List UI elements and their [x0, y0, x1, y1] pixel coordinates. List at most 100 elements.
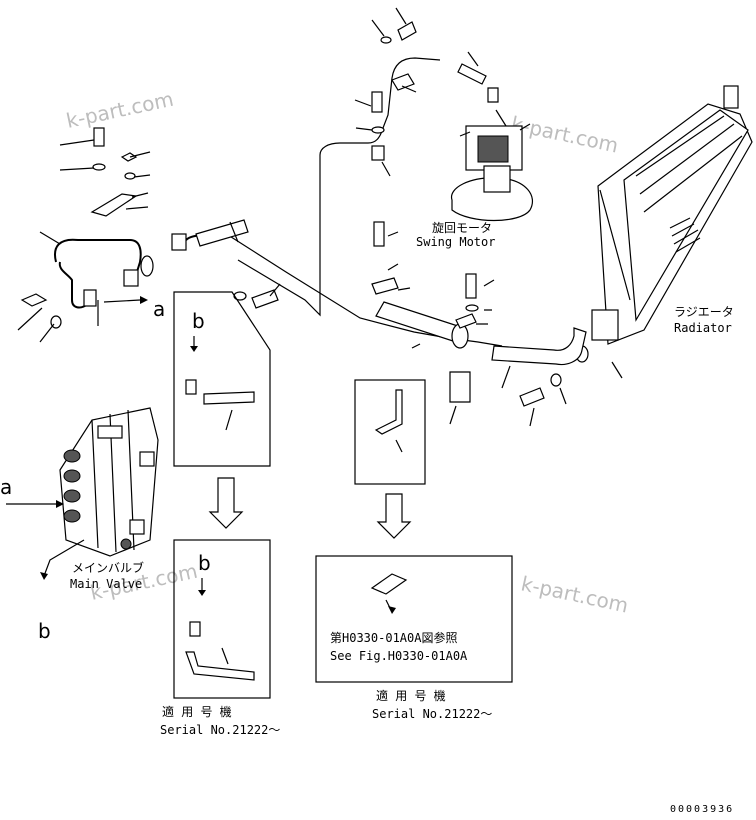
- leader-lines: [59, 139, 151, 210]
- part-number: 00003936: [670, 804, 734, 815]
- leader-line: [395, 439, 403, 453]
- elbow-fitting: [487, 87, 499, 103]
- leader-line: [221, 647, 229, 665]
- washer: [465, 304, 479, 312]
- hose-end-fitting: [83, 289, 97, 307]
- long-bolt: [457, 63, 487, 85]
- hose-end: [185, 651, 255, 681]
- leader-lines: [354, 99, 391, 177]
- leader-line-b: [43, 539, 85, 577]
- leader-lines: [529, 387, 567, 427]
- bolt: [371, 91, 383, 113]
- radiator-label-en: Radiator: [674, 321, 732, 335]
- radiator-label-jp: ラジエータ: [674, 305, 734, 319]
- fitting: [189, 621, 201, 637]
- letter-b-main: b: [38, 619, 51, 643]
- detail-box-frame: [354, 379, 426, 485]
- leader-lines: [371, 7, 407, 37]
- bolt: [397, 21, 417, 41]
- arrow-head: [140, 296, 148, 304]
- letter-a-main: a: [0, 475, 12, 499]
- hose-tube-upper: [54, 238, 142, 276]
- valve-port: [63, 489, 81, 503]
- arrow-head: [190, 346, 198, 352]
- leader-line: [467, 51, 479, 67]
- clamp-bracket: [370, 573, 408, 595]
- washer: [92, 163, 106, 171]
- see-fig-label-en: See Fig.H0330-01A0A: [330, 649, 468, 663]
- clamp: [391, 73, 415, 91]
- swing-motor-shaft: [483, 165, 511, 193]
- top-clamp-group: [354, 7, 417, 177]
- clamp: [371, 145, 385, 161]
- letter-a-label: a: [153, 297, 165, 321]
- flow-arrow-line: [103, 299, 141, 303]
- radiator-inlet: [591, 309, 619, 341]
- serial-label-en-right: Serial No.21222～: [372, 707, 492, 721]
- o-ring: [140, 255, 154, 277]
- main-valve-label-jp: メインバルブ: [72, 560, 144, 575]
- clamp: [371, 277, 399, 295]
- washer: [550, 373, 562, 387]
- radiator-cap: [723, 85, 739, 109]
- washer: [371, 126, 385, 134]
- elbow-fitting: [185, 379, 197, 395]
- leader-line: [269, 283, 281, 297]
- hose-body: [195, 219, 249, 247]
- leader-line: [411, 343, 421, 349]
- middle-clamp-group: [371, 221, 587, 427]
- leader-line: [501, 365, 511, 389]
- see-fig-label-jp: 第H0330-01A0A図参照: [330, 630, 457, 645]
- main-pipe: [227, 234, 503, 347]
- detail-box-frame: [315, 555, 513, 683]
- clamp-bracket: [374, 389, 403, 435]
- serial-label-en-left: Serial No.21222～: [160, 723, 280, 737]
- leader-line: [495, 109, 507, 127]
- leader-line: [401, 85, 417, 93]
- main-valve: [59, 407, 159, 557]
- valve-fitting: [97, 425, 123, 439]
- radiator-grille-lines: [669, 217, 701, 253]
- leader-lines: [17, 231, 99, 343]
- leader-line: [229, 221, 239, 243]
- valve-fitting: [129, 519, 145, 535]
- bolt: [373, 221, 385, 247]
- bolt: [465, 273, 477, 299]
- serial-label-jp-left: 適 用 号 機: [162, 704, 232, 719]
- letter-b-label: b: [198, 551, 211, 575]
- clamp-bracket: [90, 193, 138, 217]
- hose-end: [203, 391, 255, 405]
- bracket: [449, 371, 471, 403]
- leader-line: [449, 405, 457, 425]
- swing-motor: [451, 123, 533, 222]
- bolt: [20, 293, 48, 307]
- detail-box-bracket: [354, 379, 426, 485]
- swing-motor-flange: [451, 177, 533, 222]
- left-hose: [17, 231, 154, 343]
- leader-lines: [476, 279, 495, 325]
- arrow-shape: [208, 477, 244, 529]
- arrow-shape: [376, 493, 412, 539]
- elbow-fitting: [171, 233, 187, 251]
- valve-port: [63, 469, 81, 483]
- down-arrow-middle: [376, 493, 412, 539]
- detail-box-frame: [173, 291, 271, 467]
- swing-connector-group: [457, 51, 507, 127]
- clamp: [455, 313, 477, 329]
- detail-box-frame: [173, 539, 271, 699]
- valve-port: [120, 538, 132, 550]
- bolt: [251, 289, 279, 309]
- detail-box-serial-2: b: [173, 539, 271, 699]
- radiator-fins: [599, 115, 743, 301]
- arrow-head-b: [40, 572, 48, 580]
- radiator-hose: [491, 327, 587, 366]
- detail-lines: [459, 123, 531, 137]
- hose-tube-lower: [58, 261, 89, 309]
- hose-fitting: [123, 269, 139, 287]
- radiator: [575, 85, 753, 379]
- main-pipe-route: [171, 57, 503, 347]
- hose-protector: [375, 301, 465, 343]
- leader-line: [225, 409, 233, 431]
